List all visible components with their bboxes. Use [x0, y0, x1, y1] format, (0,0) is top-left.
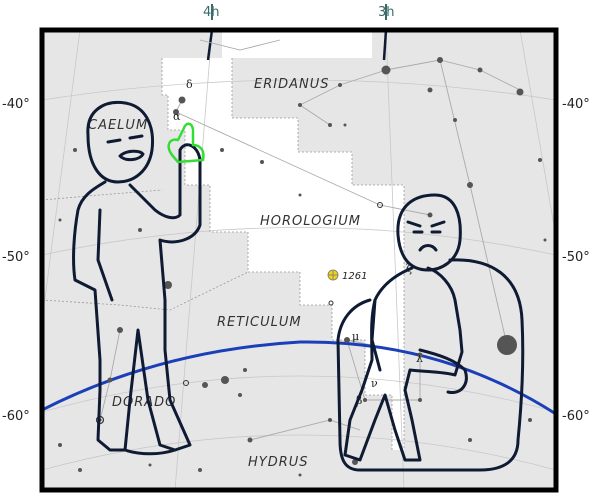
seated-figure-head: [396, 193, 462, 272]
seated-figure-brow: [406, 220, 422, 228]
star: [437, 57, 443, 63]
star: [468, 438, 472, 442]
dec-label-right-60: -60°: [562, 409, 590, 424]
dec-grid: [42, 79, 556, 471]
star-lambda: [417, 352, 423, 358]
seated-figure-arm-rest: [418, 348, 468, 395]
map-frame: [39, 27, 559, 493]
star: [138, 228, 142, 232]
label-eridanus: ERIDANUS: [254, 77, 329, 92]
star: [220, 148, 224, 152]
star: [148, 463, 152, 467]
finger-highlight-icon: [167, 122, 205, 164]
standing-figure-head: [86, 100, 155, 184]
label-caelum: CAELUM: [88, 118, 148, 133]
star: [343, 123, 347, 127]
variable-star: [377, 202, 383, 208]
label-hydrus: HYDRUS: [248, 455, 309, 470]
star: [516, 88, 524, 96]
star: [528, 418, 532, 422]
star: [298, 103, 302, 107]
star: [418, 398, 422, 402]
cluster-label: 1261: [342, 271, 367, 282]
globular-cluster-icon: [327, 269, 339, 281]
horologium-region: [162, 30, 404, 450]
star-mu: [344, 337, 350, 343]
standing-figure-arm: [96, 208, 114, 302]
variable-star: [183, 380, 189, 386]
standing-figure-eye: [128, 134, 144, 140]
standing-figure-body: [72, 143, 202, 452]
star: [338, 83, 342, 87]
star: [427, 212, 433, 218]
ra-meridian-4h: [206, 30, 214, 61]
star: [164, 281, 172, 289]
star: [467, 182, 473, 188]
dec-label-left-50: -50°: [2, 250, 30, 265]
star: [260, 160, 264, 164]
star: [453, 118, 457, 122]
label-alpha: α: [173, 110, 181, 123]
star-beta: [363, 398, 367, 402]
constellation-boundaries: [42, 58, 405, 450]
star: [352, 459, 358, 465]
star-alpha: [173, 109, 179, 115]
star: [243, 368, 247, 372]
ra-grid: [42, 30, 556, 490]
star: [117, 327, 123, 333]
label-dorado: DORADO: [112, 395, 176, 410]
star: [107, 377, 113, 383]
standing-figure: [72, 100, 202, 456]
star: [298, 473, 302, 477]
dec-label-left-60: -60°: [2, 409, 30, 424]
star: [538, 158, 542, 162]
label-horologium: HOROLOGIUM: [260, 214, 361, 229]
star: [298, 193, 302, 197]
standing-figure-feet: [123, 448, 177, 456]
star: [58, 443, 62, 447]
chair: [336, 258, 525, 472]
star: [477, 67, 483, 73]
star: [328, 123, 332, 127]
star: [78, 468, 82, 472]
seated-figure-arm: [370, 298, 382, 372]
label-reticulum: RETICULUM: [217, 315, 302, 330]
label-mu: μ: [352, 330, 359, 343]
star: [543, 238, 547, 242]
star: [328, 418, 332, 422]
label-lambda: λ: [416, 352, 423, 365]
variable-star: [328, 300, 334, 306]
standing-figure-mouth: [118, 149, 145, 162]
standing-figure-eye: [106, 138, 122, 144]
label-nu: ν: [371, 377, 378, 390]
star: [198, 468, 202, 472]
star: [58, 218, 62, 222]
star: [73, 148, 77, 152]
dec-label-right-40: -40°: [562, 97, 590, 112]
ra-meridian-3h: [382, 30, 388, 61]
star: [202, 382, 208, 388]
label-delta: δ: [186, 78, 193, 91]
seated-figure-brow: [430, 220, 446, 228]
seated-figure: [336, 193, 525, 472]
star: [238, 393, 242, 397]
star: [381, 65, 391, 75]
star: [247, 437, 253, 443]
dec-label-right-50: -50°: [562, 250, 590, 265]
dec-label-left-40: -40°: [2, 97, 30, 112]
stars: [58, 57, 547, 477]
star-delta: [178, 96, 186, 104]
seated-figure-mouth: [418, 244, 438, 252]
star-large: [497, 335, 517, 355]
star: [427, 87, 433, 93]
star: [221, 376, 229, 384]
ecliptic-line: [42, 340, 556, 416]
